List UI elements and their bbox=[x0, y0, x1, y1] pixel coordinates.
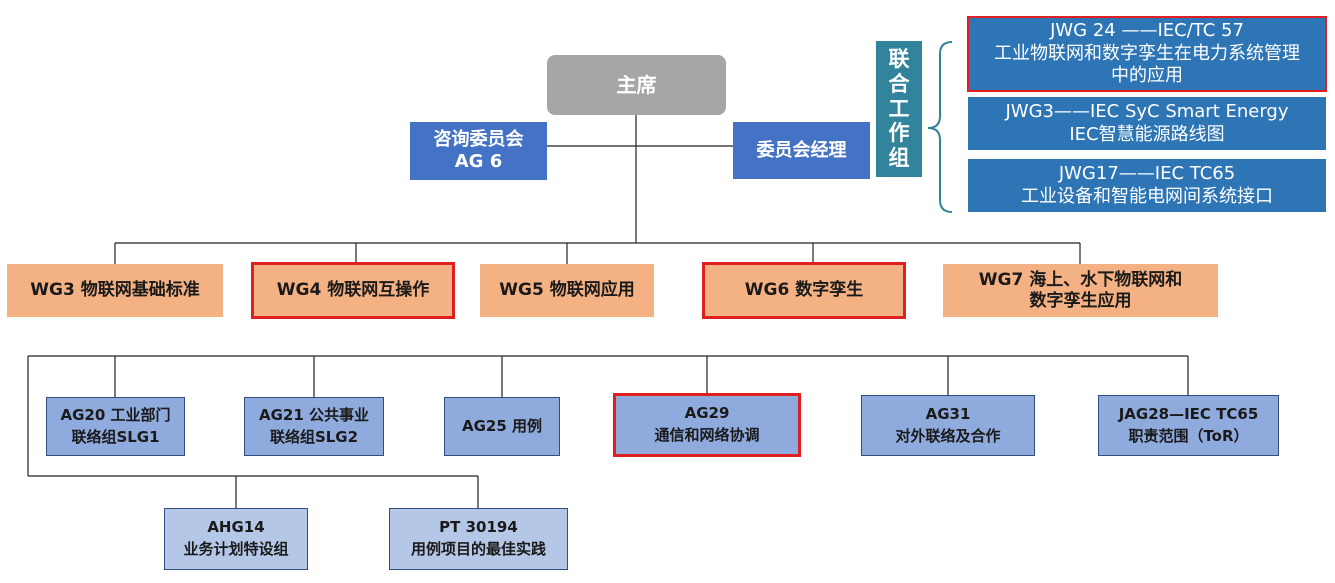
pt30194-title: PT 30194 bbox=[439, 518, 518, 537]
jwg3-desc: IEC智慧能源路线图 bbox=[1069, 123, 1225, 145]
pt30194-box: PT 30194 用例项目的最佳实践 bbox=[389, 508, 568, 570]
jag28-desc: 职责范围（ToR） bbox=[1128, 426, 1249, 445]
jwg17-box: JWG17——IEC TC65 工业设备和智能电网间系统接口 bbox=[968, 159, 1326, 212]
jwg3-box: JWG3——IEC SyC Smart Energy IEC智慧能源路线图 bbox=[968, 97, 1326, 150]
ahg14-desc: 业务计划特设组 bbox=[183, 540, 289, 558]
ag31-desc: 对外联络及合作 bbox=[895, 426, 1001, 445]
joint-working-groups-label: 联合工作组 bbox=[888, 47, 910, 171]
wg4-box: WG4 物联网互操作 bbox=[251, 262, 455, 319]
jwg24-desc-line2: 中的应用 bbox=[1111, 65, 1183, 87]
ag31-title: AG31 bbox=[925, 404, 971, 423]
advisory-committee-label: 咨询委员会 bbox=[433, 129, 524, 151]
ag31-box: AG31 对外联络及合作 bbox=[861, 395, 1035, 456]
wg7-label-line1: WG7 海上、水下物联网和 bbox=[978, 270, 1183, 291]
jwg24-desc-line1: 工业物联网和数字孪生在电力系统管理 bbox=[994, 42, 1300, 64]
jwg17-desc: 工业设备和智能电网间系统接口 bbox=[1021, 185, 1273, 207]
wg7-box: WG7 海上、水下物联网和 数字孪生应用 bbox=[943, 264, 1218, 317]
ahg14-box: AHG14 业务计划特设组 bbox=[164, 508, 308, 570]
ag29-title: AG29 bbox=[684, 404, 730, 423]
joint-working-groups-label-box: 联合工作组 bbox=[876, 41, 922, 177]
advisory-committee-box: 咨询委员会 AG 6 bbox=[410, 122, 547, 180]
jwg24-box: JWG 24 ——IEC/TC 57 工业物联网和数字孪生在电力系统管理 中的应… bbox=[967, 16, 1327, 92]
ag25-box: AG25 用例 bbox=[444, 397, 560, 456]
pt30194-desc: 用例项目的最佳实践 bbox=[410, 540, 546, 558]
jag28-box: JAG28—IEC TC65 职责范围（ToR） bbox=[1098, 395, 1279, 456]
jwg17-title: JWG17——IEC TC65 bbox=[1058, 163, 1236, 184]
jwg3-title: JWG3——IEC SyC Smart Energy bbox=[1005, 101, 1289, 122]
ag29-desc: 通信和网络协调 bbox=[654, 426, 760, 444]
committee-manager-box: 委员会经理 bbox=[733, 122, 870, 179]
ag29-box: AG29 通信和网络协调 bbox=[613, 393, 801, 457]
ag21-desc: 联络组SLG2 bbox=[269, 427, 359, 446]
wg6-box: WG6 数字孪生 bbox=[702, 262, 906, 319]
jag28-title: JAG28—IEC TC65 bbox=[1118, 404, 1259, 423]
wg5-label: WG5 物联网应用 bbox=[499, 280, 635, 301]
jwg24-title: JWG 24 ——IEC/TC 57 bbox=[1050, 20, 1244, 42]
ag20-box: AG20 工业部门 联络组SLG1 bbox=[46, 397, 185, 456]
ag25-title: AG25 用例 bbox=[461, 416, 543, 435]
ag20-desc: 联络组SLG1 bbox=[71, 427, 160, 446]
committee-manager-label: 委员会经理 bbox=[756, 139, 847, 161]
advisory-committee-code: AG 6 bbox=[454, 151, 503, 172]
wg4-label: WG4 物联网互操作 bbox=[276, 280, 430, 301]
wg6-label: WG6 数字孪生 bbox=[744, 280, 864, 301]
joint-brace bbox=[927, 41, 953, 213]
wg7-label-line2: 数字孪生应用 bbox=[1029, 290, 1132, 311]
wg5-box: WG5 物联网应用 bbox=[480, 264, 654, 317]
ag20-title: AG20 工业部门 bbox=[60, 405, 171, 424]
ag21-box: AG21 公共事业 联络组SLG2 bbox=[244, 397, 384, 456]
ag21-title: AG21 公共事业 bbox=[258, 405, 370, 424]
ahg14-title: AHG14 bbox=[207, 518, 265, 537]
chair-box: 主席 bbox=[547, 55, 726, 115]
wg3-label: WG3 物联网基础标准 bbox=[30, 280, 200, 301]
chair-label: 主席 bbox=[616, 73, 657, 97]
wg3-box: WG3 物联网基础标准 bbox=[7, 264, 223, 317]
